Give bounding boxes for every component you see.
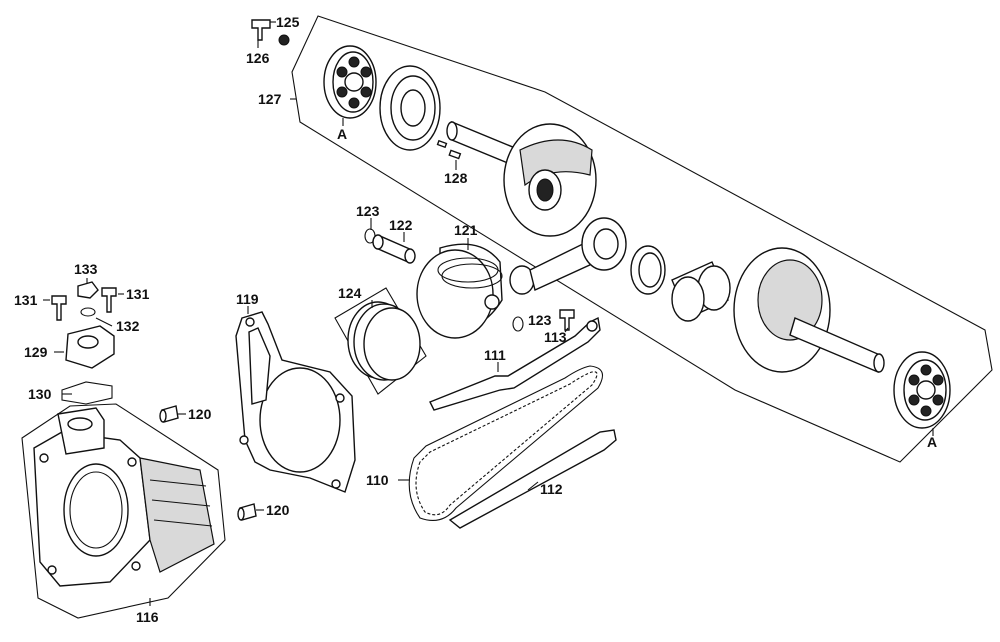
chain-tensioner-assembly bbox=[51, 281, 117, 405]
crankshaft-assembly-group bbox=[290, 15, 993, 463]
label-122: 122 bbox=[389, 217, 413, 233]
label-ref-a-top: A bbox=[337, 126, 347, 142]
dowel-pins bbox=[159, 405, 257, 521]
label-112: 112 bbox=[540, 481, 563, 497]
label-ref-a-bottom: A bbox=[927, 434, 937, 450]
connecting-rod bbox=[509, 217, 627, 295]
label-120-top: 120 bbox=[188, 406, 212, 422]
crank-pin-bearing bbox=[630, 245, 731, 322]
label-123-right: 123 bbox=[528, 312, 552, 328]
leader-lines bbox=[43, 21, 569, 511]
cylinder-block bbox=[21, 403, 226, 619]
oil-seal bbox=[379, 65, 441, 151]
label-129: 129 bbox=[24, 344, 48, 360]
label-131-right: 131 bbox=[126, 286, 150, 302]
cam-chain-system bbox=[408, 309, 617, 529]
label-110: 110 bbox=[366, 472, 389, 488]
label-123-top: 123 bbox=[356, 203, 380, 219]
bearing-top bbox=[323, 45, 377, 126]
label-128: 128 bbox=[444, 170, 468, 186]
crank-half-left bbox=[436, 120, 597, 237]
pin-125-126 bbox=[251, 19, 290, 46]
label-132: 132 bbox=[116, 318, 140, 334]
label-113: 113 bbox=[544, 329, 567, 345]
crankshaft-group-outline bbox=[291, 15, 993, 463]
label-127: 127 bbox=[258, 91, 282, 107]
label-125: 125 bbox=[276, 14, 300, 30]
part-labels: 125 126 127 A 128 123 122 121 133 124 13… bbox=[14, 14, 937, 625]
crank-half-right bbox=[733, 247, 885, 374]
label-120-bottom: 120 bbox=[266, 502, 290, 518]
label-119: 119 bbox=[236, 291, 259, 307]
label-126: 126 bbox=[246, 50, 270, 66]
cylinder-outline bbox=[21, 403, 226, 619]
label-121: 121 bbox=[454, 222, 478, 238]
bearing-bottom bbox=[893, 351, 951, 436]
label-133: 133 bbox=[74, 261, 98, 277]
cylinder-gasket bbox=[235, 311, 356, 493]
label-111: 111 bbox=[484, 347, 506, 363]
label-124: 124 bbox=[338, 285, 362, 301]
label-116: 116 bbox=[136, 609, 159, 625]
label-130: 130 bbox=[28, 386, 52, 402]
piston-assembly bbox=[334, 228, 524, 395]
label-131-left: 131 bbox=[14, 292, 38, 308]
